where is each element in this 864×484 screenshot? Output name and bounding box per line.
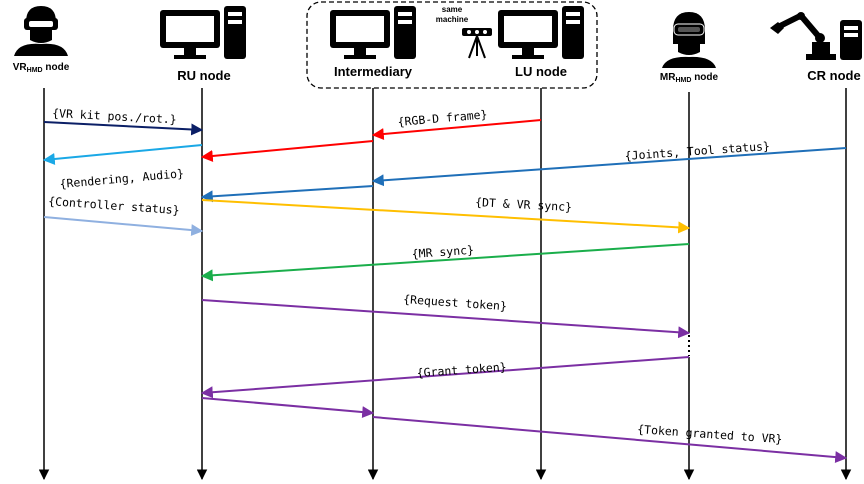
- msg-mr-sync-arrow: [200, 243, 690, 282]
- cr-node-label: CR node: [807, 68, 860, 83]
- msg-request-token-label: {Request token}: [403, 292, 508, 313]
- intermediary-node-label: Intermediary: [334, 64, 413, 79]
- msg-token-granted-arrow-2: [372, 416, 848, 464]
- msg-joints-arrow-2: [200, 185, 374, 203]
- vr-node-label: VRHMD node: [13, 62, 70, 74]
- msg-rgbd-arrow-2: [200, 140, 374, 162]
- msg-controller-arrow: [43, 216, 204, 237]
- msg-controller-label: {Controller status}: [48, 194, 180, 217]
- camera-tripod-icon: [462, 28, 492, 59]
- msg-rendering-arrow: [42, 144, 203, 165]
- msg-token-granted-arrow-1: [201, 397, 375, 419]
- same-machine-note-2: machine: [436, 15, 469, 24]
- msg-request-token-arrow: [201, 299, 691, 339]
- same-machine-group: [306, 1, 598, 89]
- ru-node-label: RU node: [177, 68, 230, 83]
- mr-node-label: MRHMD node: [660, 72, 719, 84]
- computer-icon: [160, 6, 246, 59]
- msg-rendering-label: {Rendering, Audio}: [59, 166, 184, 191]
- msg-grant-token-label: {Grant token}: [416, 360, 507, 380]
- msg-grant-token-arrow: [200, 356, 690, 399]
- msg-vr-kit-arrow: [43, 121, 204, 136]
- msg-mr-sync-label: {MR sync}: [411, 243, 474, 261]
- computer-icon: [330, 6, 416, 59]
- robot-arm-icon: [770, 12, 862, 60]
- msg-vr-kit-label: {VR kit pos./rot.}: [52, 106, 177, 127]
- msg-dt-sync-label: {DT & VR sync}: [475, 195, 573, 214]
- msg-dt-sync-arrow: [201, 199, 691, 234]
- msg-rgbd-arrow-1: [371, 119, 542, 141]
- vr-headset-icon: [14, 6, 68, 56]
- msg-joints-arrow-1: [371, 147, 847, 187]
- lu-node-label: LU node: [515, 64, 567, 79]
- mr-headset-icon: [662, 12, 716, 68]
- same-machine-note-1: same: [442, 5, 463, 14]
- computer-icon: [498, 6, 584, 59]
